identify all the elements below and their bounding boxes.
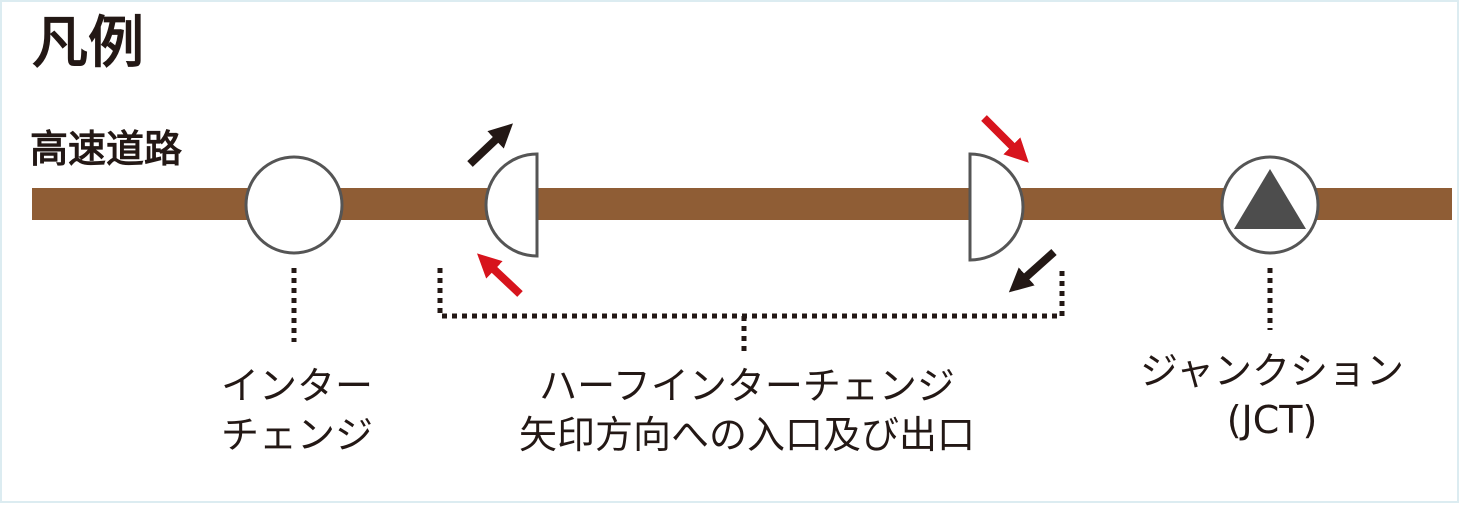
half-interchange-right-icon — [968, 152, 1025, 262]
half-interchange-label: ハーフインターチェンジ 矢印方向への入口及び出口 — [427, 362, 1067, 461]
half-interchange-bracket — [437, 268, 1065, 319]
interchange-circle-icon — [244, 155, 344, 255]
half-interchange-label-line2: 矢印方向への入口及び出口 — [518, 413, 975, 458]
interchange-label-line1: インター — [220, 364, 373, 408]
entrance-arrow-icon — [981, 115, 1029, 163]
exit-arrow-icon — [467, 123, 513, 167]
junction-triangle-icon — [1234, 169, 1306, 229]
half-interchange-left-icon — [484, 152, 539, 258]
junction-label-line2: (JCT) — [1226, 398, 1318, 443]
expressway-label: 高速道路 — [30, 127, 183, 171]
legend-title: 凡例 — [32, 11, 144, 76]
junction-label-line1: ジャンクション — [1139, 349, 1405, 393]
interchange-label: インター チェンジ — [182, 362, 412, 461]
interchange-label-line2: チェンジ — [220, 413, 373, 458]
half-interchange-label-line1: ハーフインターチェンジ — [539, 364, 955, 408]
entrance-arrow-icon — [477, 253, 523, 297]
junction-label: ジャンクション (JCT) — [1087, 347, 1457, 446]
exit-arrow-icon — [1008, 249, 1057, 293]
